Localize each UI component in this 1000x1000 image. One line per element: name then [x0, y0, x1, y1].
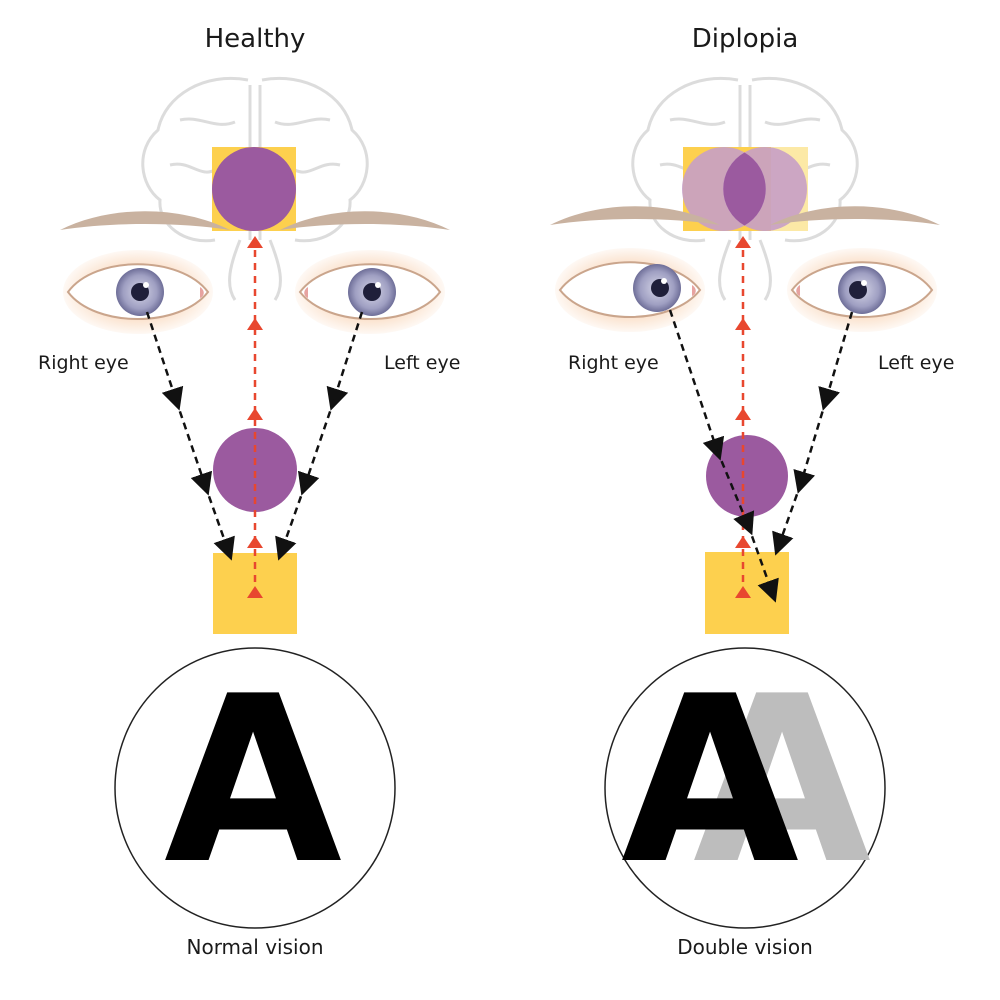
panel-title-diplopia: Diplopia: [691, 24, 799, 54]
left-eye-label-diplopia: Left eye: [878, 352, 955, 374]
ray-lines-diplopia: [668, 309, 854, 603]
brain-circle-overlap: [723, 152, 766, 226]
vision-circle-diplopia: [604, 647, 886, 929]
vision-letter-ghost-diplopia: A: [693, 648, 871, 915]
right-eye-label-healthy: Right eye: [38, 352, 129, 374]
caption-healthy: Normal vision: [186, 935, 324, 959]
vision-letter-healthy: A: [164, 648, 342, 915]
brain-circle-healthy: [212, 147, 296, 231]
right-eye-healthy: [63, 250, 213, 334]
vision-circle-healthy: [114, 647, 396, 929]
object-circle-healthy: [213, 428, 297, 512]
vision-letter-diplopia: A: [621, 648, 799, 915]
eyebrow-right-diplopia: [550, 206, 720, 225]
eyebrow-left-healthy: [280, 211, 450, 230]
left-eye-label-healthy: Left eye: [384, 352, 461, 374]
left-eye-diplopia: [787, 248, 937, 332]
caption-diplopia: Double vision: [677, 935, 813, 959]
signal-arrowheads-diplopia: [735, 236, 751, 598]
healthy-panel: A: [60, 76, 450, 929]
left-eye-healthy: [295, 250, 445, 334]
eyebrow-left-diplopia: [770, 206, 940, 225]
signal-arrowheads-healthy: [247, 236, 263, 598]
right-eye-label-diplopia: Right eye: [568, 352, 659, 374]
eyebrow-right-healthy: [60, 211, 230, 230]
object-circle-diplopia: [706, 435, 788, 517]
right-eye-diplopia: [555, 248, 705, 332]
panel-title-healthy: Healthy: [204, 24, 306, 54]
diplopia-panel: A A: [550, 76, 940, 929]
ray-lines-healthy: [145, 311, 364, 561]
